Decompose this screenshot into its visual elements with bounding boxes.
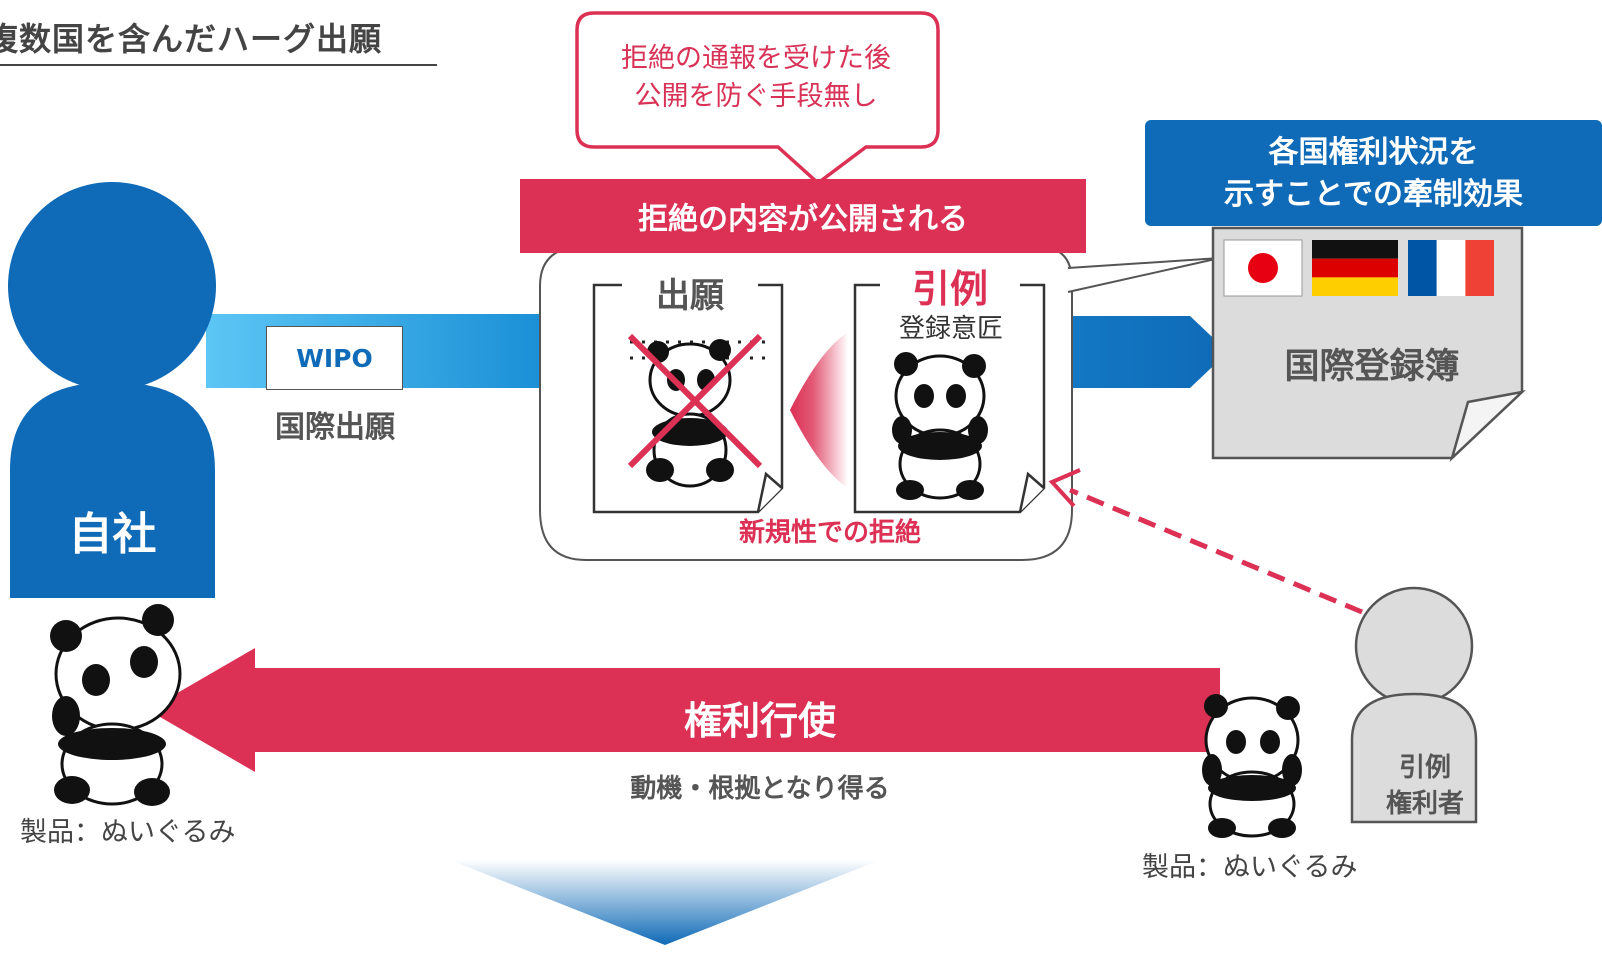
right-product-label: 製品：ぬいぐるみ [1142, 852, 1358, 883]
deterrence-line-2: 示すことでの牽制効果 [1223, 177, 1524, 212]
citation-doc-fold [1018, 471, 1045, 513]
left-product-label: 製品：ぬいぐるみ [20, 817, 236, 848]
register-flow-arrow [1070, 316, 1228, 388]
holder-head [1354, 586, 1474, 706]
register-paper-fold [1449, 389, 1526, 463]
rejection-chevron [790, 332, 848, 488]
callout-text: 拒絶の通報を受けた後 公開を防ぐ手段無し [574, 40, 938, 116]
register-label: 国際登録簿 [1284, 347, 1460, 387]
france-flag [1408, 240, 1494, 296]
rights-enforcement-label: 権利行使 [683, 699, 836, 743]
citation-dashed-arrow [1069, 487, 1363, 615]
holder-body [1350, 692, 1478, 824]
company-person-body [10, 382, 215, 598]
germany-flag [1312, 240, 1398, 296]
cite-holder-line-1: 引例 [1398, 753, 1451, 783]
left-product-panda [50, 604, 182, 806]
company-person-head [8, 182, 216, 390]
citation-label: 引例 [880, 258, 1020, 313]
down-arrow [450, 860, 880, 945]
deterrence-line-1: 各国権利状況を [1268, 135, 1479, 170]
cross-mark-b [627, 333, 763, 469]
company-label: 自社 [68, 509, 157, 560]
cite-holder-label: 引例 権利者 [1360, 750, 1490, 822]
callout-bubble [575, 11, 940, 186]
rejection-reason: 新規性での拒絶 [738, 518, 921, 548]
callout-line-1: 拒絶の通報を受けた後 [621, 43, 891, 74]
application-label: 出願 [624, 268, 756, 317]
callout-line-2: 公開を防ぐ手段無し [634, 81, 878, 112]
japan-flag [1223, 239, 1303, 297]
international-application-label: 国際出願 [275, 410, 395, 445]
application-panda [646, 339, 734, 488]
page-title: 複数国を含んだハーグ出願 [0, 20, 383, 58]
rights-motive-label: 動機・根拠となり得る [630, 774, 890, 804]
citation-dashed-arrowhead [1048, 468, 1081, 508]
title-underline [0, 64, 437, 66]
application-doc-fold [756, 471, 783, 513]
wipo-box: WIPO [266, 326, 403, 390]
deterrence-box: 各国権利状況を 示すことでの牽制効果 [1145, 120, 1602, 226]
rights-arrow [148, 648, 1220, 772]
publication-banner: 拒絶の内容が公開される [520, 179, 1086, 253]
citation-sublabel: 登録意匠 [898, 314, 1003, 344]
citation-panda [892, 352, 988, 500]
right-product-panda [1202, 694, 1302, 838]
cite-holder-line-2: 権利者 [1385, 789, 1464, 819]
